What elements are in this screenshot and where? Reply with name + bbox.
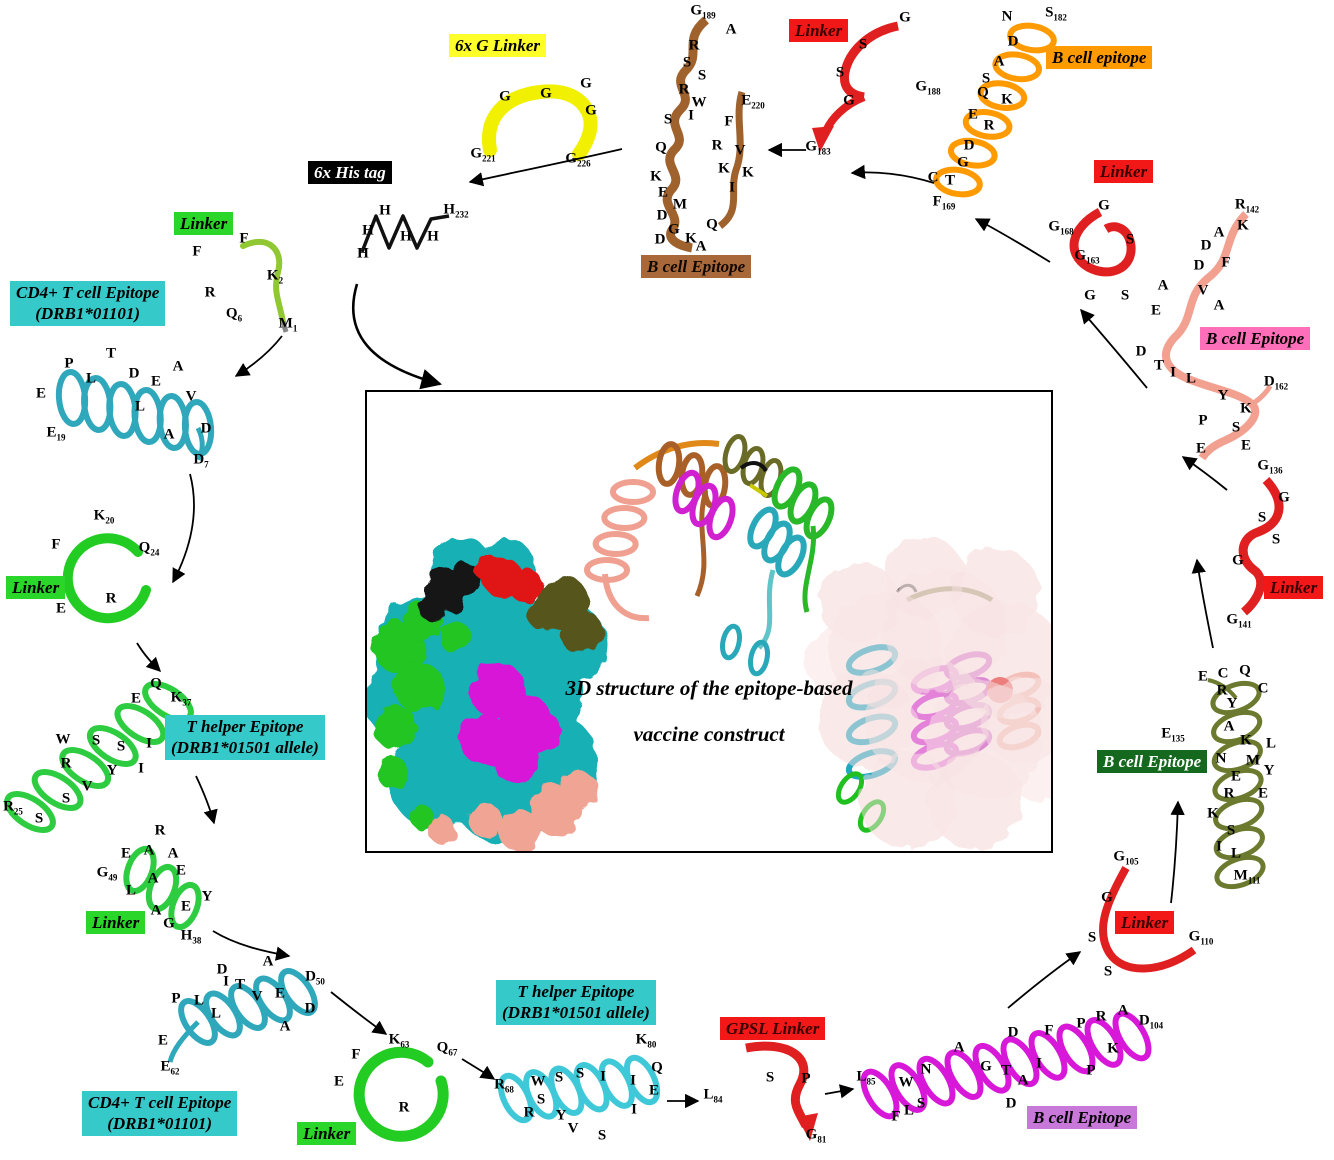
ribbon-linker-nterm-tail — [280, 321, 289, 333]
center-panel: 3D structure of the epitope-based vaccin… — [365, 390, 1053, 853]
ribbon-linker-20 — [62, 533, 151, 624]
ribbon-linker-105 — [1099, 866, 1197, 973]
ribbon-bcell-brown-strand — [717, 90, 746, 229]
cartoon-ribbon-model — [584, 434, 835, 677]
ribbon-cd4-top-tail — [195, 426, 205, 461]
panel-caption-line2: vaccine construct — [633, 722, 785, 746]
ribbon-linker-136 — [1238, 476, 1284, 616]
ribbon-gpsl-arrowtip — [797, 1113, 818, 1141]
ribbon-cd4-bottom — [178, 968, 318, 1046]
arrow-thelper-to-linker38 — [195, 775, 218, 825]
arrow-linker63-to-thelper2 — [461, 1058, 496, 1080]
ribbon-bcell-orange — [933, 22, 1057, 198]
arrow-bcell142-to-linker163 — [1080, 308, 1148, 389]
arrow-cd4bottom-to-linker63 — [330, 991, 388, 1035]
ribbon-linker-nterm — [240, 238, 286, 325]
arrow-linker163-to-bcell169 — [974, 218, 1051, 263]
ribbon-bcell-pink-branch — [1250, 384, 1273, 407]
ribbon-bcell-brown — [662, 16, 710, 253]
ribbon-cd4-top — [55, 369, 215, 457]
ribbon-cd4-bottom-tail — [167, 1020, 200, 1063]
arrow-bcell169-to-linker183 — [850, 164, 935, 184]
ribbon-his-tag — [360, 214, 450, 253]
ribbon-g-linker — [482, 84, 598, 161]
arrow-bcell111-to-linker136 — [1191, 558, 1214, 649]
ribbon-thelper-left — [4, 681, 194, 833]
panel-caption-line1: 3D structure of the epitope-based — [565, 676, 853, 700]
ribbon-linker-183-arrowtip — [812, 126, 834, 152]
ribbon-bcell-olive — [1210, 680, 1266, 890]
arrow-cd4top-to-linker20 — [172, 473, 195, 584]
surface-model-left — [367, 537, 607, 851]
arrow-bcell189-to-glinker — [468, 148, 623, 187]
arrow-bcell85-to-linker105 — [1007, 951, 1082, 1009]
panel-structures-svg — [367, 434, 1051, 851]
ribbon-linker-63 — [353, 1046, 449, 1142]
ribbon-linker-163 — [1069, 208, 1136, 277]
ribbon-bcell-olive-tail — [1207, 678, 1238, 700]
arrow-gpsl-to-bcell85 — [824, 1084, 855, 1099]
arrow-linker20-to-thelper — [136, 642, 162, 673]
ribbon-linker-183 — [839, 21, 900, 102]
arrow-linker105-to-bcell111 — [1170, 800, 1185, 904]
arrow-histag-to-panel — [351, 283, 443, 390]
surface-model-right — [807, 537, 1051, 848]
ribbon-bcell-pink — [1162, 211, 1260, 461]
ribbon-linker-38 — [123, 845, 202, 931]
ribbon-gpsl — [745, 1041, 811, 1129]
arrow-linker136-to-bcell142 — [1181, 456, 1228, 491]
ribbon-bcell-magenta — [860, 1010, 1152, 1120]
ribbon-thelper-bottom — [497, 1054, 661, 1124]
arrow-linker38-to-cd4bottom — [212, 930, 291, 961]
arrow-m1-to-cd4top — [234, 335, 283, 377]
